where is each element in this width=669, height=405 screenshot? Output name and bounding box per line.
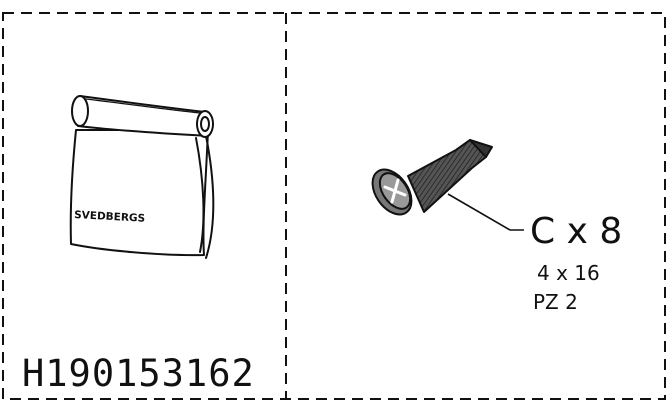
drive-type-label: PZ 2 [533, 290, 578, 314]
part-code: H190153162 [22, 352, 255, 395]
bag-brand-label: SVEDBERGS [74, 209, 146, 225]
dashed-frame [2, 12, 666, 400]
leader-line [447, 193, 524, 231]
screw-size-label: 4 x 16 [537, 261, 600, 285]
item-letter-quantity: C x 8 [530, 211, 622, 252]
hardware-bag-icon [69, 95, 215, 259]
screw-icon [371, 139, 493, 216]
